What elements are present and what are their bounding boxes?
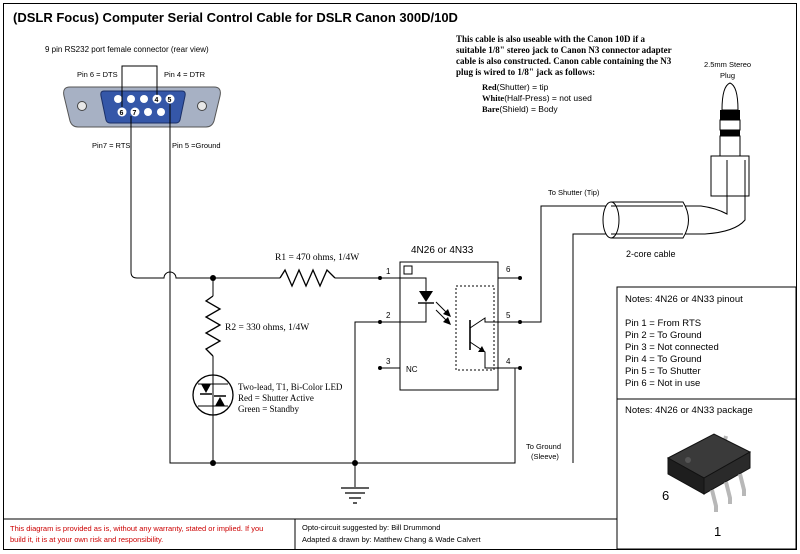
- package-pin-1: 1: [714, 524, 721, 539]
- junction-dot: [352, 460, 358, 466]
- ground-symbol: [341, 487, 369, 504]
- canon-note-line: This cable is also useable with the Cano…: [456, 34, 646, 44]
- canon-note: This cable is also useable with the Cano…: [456, 34, 672, 77]
- two-core-cable: [602, 201, 689, 239]
- dtr-dts-link: [121, 65, 158, 107]
- canon-white-line: White(Half-Press) = not used: [482, 93, 592, 103]
- pin-slot: [114, 95, 122, 103]
- bare-wire-desc: (Shield) = Body: [499, 104, 558, 114]
- white-wire-label: White: [482, 93, 504, 103]
- pin6-label: Pin 6 = DTS: [77, 70, 118, 79]
- pin-slot: [127, 95, 135, 103]
- package-notes-title: Notes: 4N26 or 4N33 package: [625, 405, 753, 416]
- white-wire-desc: (Half-Press) = not used: [504, 93, 592, 103]
- pin5-label: Pin 5 =Ground: [172, 141, 221, 150]
- plug-label-1: 2.5mm Stereo: [704, 60, 751, 69]
- r2-label: R2 = 330 ohms, 1/4W: [225, 323, 309, 333]
- opto-pin-3: 3: [386, 357, 391, 366]
- pinout-line: Pin 4 = To Ground: [625, 354, 702, 365]
- pin-6: [117, 107, 127, 117]
- opto-label: 4N26 or 4N33: [411, 245, 474, 256]
- mount-hole-left: [77, 101, 87, 111]
- credit-line-1: Opto-circuit suggested by: Bill Drummond: [302, 523, 440, 532]
- pin4-label: Pin 4 = DTR: [164, 70, 206, 79]
- pin-5: [165, 94, 175, 104]
- pinout-line: Pin 6 = Not in use: [625, 378, 700, 389]
- pinout-line: Pin 2 = To Ground: [625, 330, 702, 341]
- two-core-label: 2-core cable: [626, 249, 676, 259]
- pinout-notes-title: Notes: 4N26 or 4N33 pinout: [625, 294, 743, 305]
- wiring: [130, 104, 746, 487]
- connector-heading: 9 pin RS232 port female connector (rear …: [45, 45, 209, 54]
- pinout-line: Pin 5 = To Shutter: [625, 366, 701, 377]
- pin7-label: Pin7 = RTS: [92, 141, 130, 150]
- ground-label-2: (Sleeve): [531, 452, 559, 461]
- led-line-2: Red = Shutter Active: [238, 393, 314, 403]
- canon-note-line: suitable 1/8" stereo jack to Canon N3 co…: [456, 45, 672, 55]
- diagram-title: (DSLR Focus) Computer Serial Control Cab…: [13, 10, 458, 25]
- credit-line-2: Adapted & drawn by: Matthew Chang & Wade…: [302, 535, 481, 544]
- led-line-1: Two-lead, T1, Bi-Color LED: [238, 382, 343, 392]
- opto-pin-6: 6: [506, 265, 511, 274]
- pin-slot: [144, 108, 152, 116]
- bicolor-led: [192, 372, 234, 420]
- dip6-package: [666, 433, 752, 512]
- canon-note-line: cable is also constructed. Canon cable c…: [456, 56, 672, 66]
- pin-number: 4: [155, 97, 159, 104]
- ground-label-1: To Ground: [526, 442, 561, 451]
- pin-number: 5: [168, 97, 172, 104]
- opto-pin-1: 1: [386, 267, 391, 276]
- canon-bare-line: Bare(Shield) = Body: [482, 104, 558, 114]
- opto-pin-4: 4: [506, 357, 511, 366]
- pin-number: 6: [120, 110, 124, 117]
- resistor-r1: [279, 268, 336, 288]
- canon-red-line: Red(Shutter) = tip: [482, 82, 549, 92]
- red-wire-label: Red: [482, 82, 497, 92]
- r1-label: R1 = 470 ohms, 1/4W: [275, 253, 359, 263]
- pinout-notes-box: [616, 286, 797, 400]
- pin-number: 7: [133, 110, 137, 117]
- pinout-line: Pin 1 = From RTS: [625, 318, 701, 329]
- shutter-label: To Shutter (Tip): [548, 188, 600, 197]
- stereo-plug: [710, 82, 750, 197]
- plug-label-2: Plug: [720, 71, 735, 80]
- pinout-line: Pin 3 = Not connected: [625, 342, 719, 353]
- opto-nc-label: NC: [406, 365, 418, 374]
- disclaimer-line-1: This diagram is provided as is, without …: [10, 524, 263, 533]
- resistor-r2: [204, 295, 222, 357]
- bare-wire-label: Bare: [482, 104, 500, 114]
- junction-dot: [210, 460, 216, 466]
- diagram-frame: [3, 3, 797, 550]
- opto-pin-2: 2: [386, 311, 391, 320]
- red-wire-desc: (Shutter) = tip: [497, 82, 549, 92]
- package-pin-6: 6: [662, 488, 669, 503]
- canon-note-line: plug is wired to 1/8" jack as follows:: [456, 67, 595, 77]
- disclaimer-line-2: build it, it is at your own risk and res…: [10, 535, 163, 544]
- pin-slot: [140, 95, 148, 103]
- pin-7: [130, 107, 140, 117]
- db9-connector: 6 7 4 5: [63, 86, 221, 128]
- pin-4: [152, 94, 162, 104]
- junction-dot: [210, 275, 216, 281]
- led-line-3: Green = Standby: [238, 404, 300, 414]
- pin-slot: [157, 108, 165, 116]
- optocoupler-4n26: [378, 261, 522, 391]
- mount-hole-right: [197, 101, 207, 111]
- opto-pin-5: 5: [506, 311, 511, 320]
